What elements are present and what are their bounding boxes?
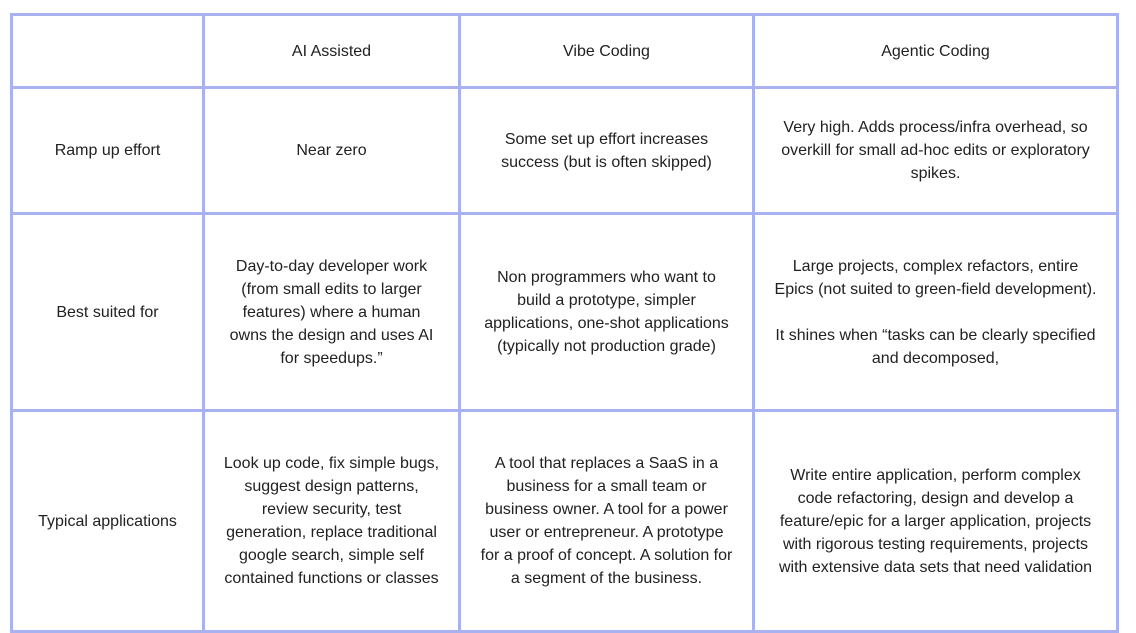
cell-ramp-up-agentic-coding: Very high. Adds process/infra overhead, … [752, 86, 1119, 215]
cell-best-suited-agentic-coding: Large projects, complex refactors, entir… [752, 212, 1119, 412]
cell-best-suited-ai-assisted: Day-to-day developer work (from small ed… [202, 212, 461, 412]
cell-typical-agentic-coding: Write entire application, perform comple… [752, 409, 1119, 633]
table-row-best-suited-for: Best suited for Day-to-day developer wor… [10, 212, 1119, 412]
cell-typical-vibe-coding: A tool that replaces a SaaS in a busines… [458, 409, 755, 633]
header-cell-agentic-coding: Agentic Coding [752, 13, 1119, 89]
row-label-typical-applications: Typical applications [10, 409, 205, 633]
row-label-best-suited-for: Best suited for [10, 212, 205, 412]
table-header-row: AI Assisted Vibe Coding Agentic Coding [10, 13, 1119, 89]
table-row-typical-applications: Typical applications Look up code, fix s… [10, 409, 1119, 633]
row-label-ramp-up-effort: Ramp up effort [10, 86, 205, 215]
comparison-table: AI Assisted Vibe Coding Agentic Coding R… [10, 13, 1119, 633]
cell-ramp-up-ai-assisted: Near zero [202, 86, 461, 215]
table-row-ramp-up-effort: Ramp up effort Near zero Some set up eff… [10, 86, 1119, 215]
cell-best-suited-vibe-coding: Non programmers who want to build a prot… [458, 212, 755, 412]
header-cell-vibe-coding: Vibe Coding [458, 13, 755, 89]
cell-typical-ai-assisted: Look up code, fix simple bugs, suggest d… [202, 409, 461, 633]
header-cell-blank [10, 13, 205, 89]
cell-ramp-up-vibe-coding: Some set up effort increases success (bu… [458, 86, 755, 215]
header-cell-ai-assisted: AI Assisted [202, 13, 461, 89]
